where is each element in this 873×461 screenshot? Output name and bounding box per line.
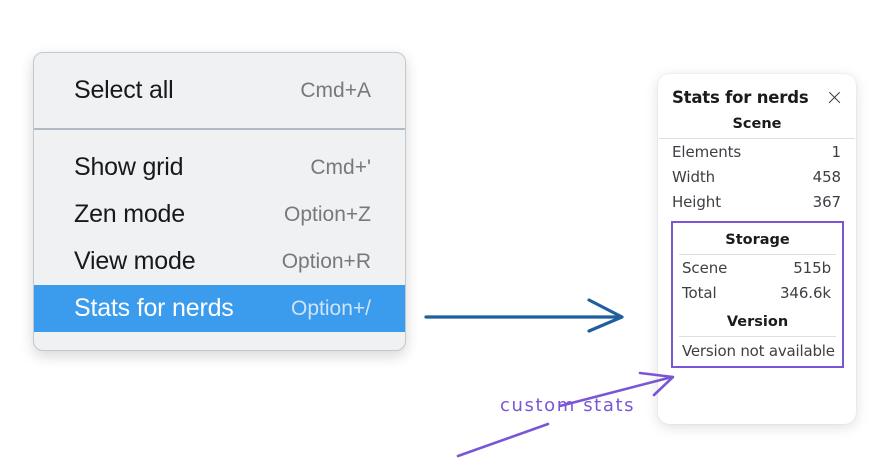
stat-value: 458 (812, 167, 841, 186)
menu-group-1-bottom-padding (34, 114, 405, 128)
menu-item-show-grid[interactable]: Show grid Cmd+' (34, 144, 405, 191)
menu-item-shortcut: Cmd+' (310, 155, 371, 179)
menu-group-2-top-padding (34, 130, 405, 144)
purple-underline-annotation (456, 422, 550, 458)
storage-section-heading: Storage (725, 232, 790, 248)
blue-arrow-annotation (424, 298, 624, 333)
menu-top-padding (34, 53, 405, 67)
menu-item-label: Show grid (74, 153, 184, 181)
menu-item-zen-mode[interactable]: Zen mode Option+Z (34, 191, 405, 238)
stat-row-storage-scene: Scene 515b (673, 255, 842, 280)
menu-group-2: Show grid Cmd+' Zen mode Option+Z View m… (34, 144, 405, 332)
version-section-heading: Version (726, 314, 789, 330)
stat-row-height: Height 367 (658, 189, 856, 214)
version-status-text: Version not available (682, 342, 835, 360)
close-icon[interactable] (826, 89, 843, 106)
scene-divider (659, 138, 855, 139)
stat-key: Width (672, 167, 716, 186)
stat-value: 346.6k (779, 283, 831, 302)
stats-panel-title: Stats for nerds (672, 88, 809, 107)
canvas-context-menu[interactable]: Select all Cmd+A Show grid Cmd+' Zen mod… (33, 52, 406, 351)
menu-item-shortcut: Cmd+A (300, 78, 371, 102)
stat-value: 515b (793, 258, 831, 277)
menu-item-select-all[interactable]: Select all Cmd+A (34, 67, 405, 114)
stat-row-elements: Elements 1 (658, 139, 856, 164)
stats-for-nerds-panel: Stats for nerds Scene Elements 1 Width 4… (658, 74, 856, 424)
menu-divider (34, 128, 405, 130)
menu-item-label: Select all (74, 76, 174, 104)
stat-key: Elements (672, 142, 742, 161)
custom-stats-highlight-box: Storage Scene 515b Total 346.6k Version … (671, 221, 844, 368)
version-divider (679, 336, 836, 337)
stat-key: Total (682, 283, 717, 302)
menu-item-label: View mode (74, 247, 196, 275)
menu-item-stats-for-nerds[interactable]: Stats for nerds Option+/ (34, 285, 405, 332)
menu-item-view-mode[interactable]: View mode Option+R (34, 238, 405, 285)
menu-group-1: Select all Cmd+A (34, 67, 405, 114)
stat-value: 367 (812, 192, 841, 211)
stat-key: Scene (682, 258, 728, 277)
stat-key: Height (672, 192, 721, 211)
stats-panel-header: Stats for nerds (658, 74, 856, 107)
menu-item-label: Stats for nerds (74, 294, 234, 322)
stat-row-storage-total: Total 346.6k (673, 280, 842, 305)
menu-bottom-padding (34, 332, 405, 343)
scene-section-heading: Scene (732, 116, 782, 132)
storage-divider (679, 254, 836, 255)
menu-item-shortcut: Option+/ (291, 296, 371, 320)
menu-item-shortcut: Option+Z (284, 202, 371, 226)
custom-stats-handwritten-label: custom stats (500, 395, 636, 416)
menu-item-label: Zen mode (74, 200, 185, 228)
stat-row-width: Width 458 (658, 164, 856, 189)
menu-item-shortcut: Option+R (281, 249, 371, 273)
stat-value: 1 (831, 142, 842, 161)
